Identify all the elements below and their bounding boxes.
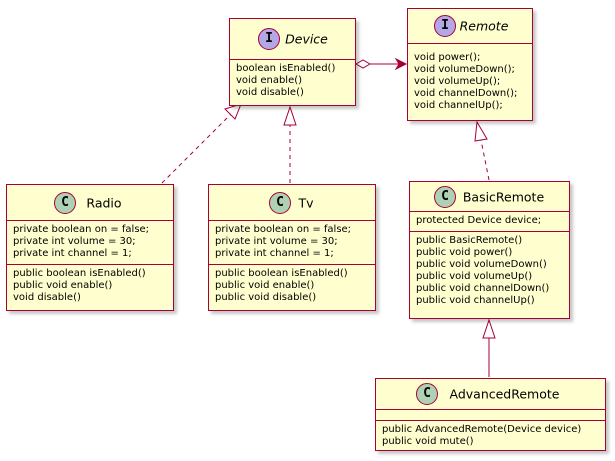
advancedremote-name: AdvancedRemote bbox=[449, 386, 560, 402]
method: void channelDown(); bbox=[414, 88, 518, 99]
field: private int volume = 30; bbox=[13, 236, 136, 247]
device-methods: boolean isEnabled() void enable() void d… bbox=[230, 60, 355, 103]
basicremote-methods: public BasicRemote() public void power()… bbox=[410, 231, 569, 311]
field: private int channel = 1; bbox=[215, 248, 334, 259]
device-interface: I Device boolean isEnabled() void enable… bbox=[229, 18, 356, 106]
basicremote-remote-realization-arrowhead bbox=[474, 120, 488, 142]
tv-class: C Tv private boolean on = false; private… bbox=[208, 184, 376, 311]
device-header: I Device bbox=[230, 19, 355, 60]
interface-badge-icon: I bbox=[258, 28, 280, 50]
radio-name: Radio bbox=[86, 195, 122, 210]
remote-header: I Remote bbox=[408, 9, 532, 44]
field: protected Device device; bbox=[416, 215, 542, 226]
method: public void volumeUp() bbox=[416, 271, 533, 282]
basicremote-class: C BasicRemote protected Device device; p… bbox=[409, 181, 570, 319]
method: boolean isEnabled() bbox=[236, 63, 336, 74]
radio-header: C Radio bbox=[7, 185, 173, 221]
field: private int volume = 30; bbox=[215, 236, 338, 247]
method: public boolean isEnabled() bbox=[13, 268, 146, 279]
basicremote-header: C BasicRemote bbox=[410, 182, 569, 212]
method: public void volumeDown() bbox=[416, 259, 547, 270]
interface-badge-icon: I bbox=[434, 15, 456, 37]
method: void volumeUp(); bbox=[414, 76, 501, 87]
basicremote-remote-realization-line bbox=[480, 139, 490, 181]
advancedremote-header: C AdvancedRemote bbox=[376, 379, 605, 410]
basicremote-fields: protected Device device; bbox=[410, 212, 569, 231]
class-badge-icon: C bbox=[54, 191, 76, 214]
method: public boolean isEnabled() bbox=[215, 268, 348, 279]
field: private boolean on = false; bbox=[215, 224, 352, 235]
tv-name: Tv bbox=[298, 195, 314, 210]
method: void volumeDown(); bbox=[414, 64, 515, 75]
method: public void power() bbox=[416, 247, 513, 258]
method: public void enable() bbox=[13, 280, 113, 291]
radio-class: C Radio private boolean on = false; priv… bbox=[6, 184, 174, 311]
method: public AdvancedRemote(Device device) bbox=[382, 424, 582, 435]
class-badge-icon: C bbox=[416, 383, 438, 405]
method: public void enable() bbox=[215, 280, 315, 291]
class-badge-icon: C bbox=[434, 185, 456, 208]
radio-device-realization-line bbox=[161, 112, 233, 184]
method: void disable() bbox=[13, 292, 81, 303]
radio-fields: private boolean on = false; private int … bbox=[7, 221, 173, 264]
tv-device-realization-arrowhead bbox=[283, 105, 297, 126]
advancedremote-methods: public AdvancedRemote(Device device) pub… bbox=[376, 420, 605, 452]
advancedremote-basicremote-inheritance-arrowhead bbox=[482, 318, 496, 339]
method: public void channelUp() bbox=[416, 295, 535, 306]
tv-fields: private boolean on = false; private int … bbox=[209, 221, 375, 264]
remote-methods: void power(); void volumeDown(); void vo… bbox=[408, 44, 532, 116]
device-name: Device bbox=[285, 31, 328, 47]
method: public BasicRemote() bbox=[416, 235, 523, 246]
remote-interface: I Remote void power(); void volumeDown()… bbox=[407, 8, 533, 121]
field: private boolean on = false; bbox=[13, 224, 150, 235]
advancedremote-class: C AdvancedRemote public AdvancedRemote(D… bbox=[375, 378, 606, 451]
method: public void channelDown() bbox=[416, 283, 550, 294]
radio-device-realization-arrowhead bbox=[224, 103, 242, 120]
method: public void disable() bbox=[215, 292, 317, 303]
advancedremote-fields bbox=[376, 410, 605, 420]
method: void enable() bbox=[236, 75, 303, 86]
method: public void mute() bbox=[382, 436, 474, 447]
method: void disable() bbox=[236, 87, 304, 98]
radio-methods: public boolean isEnabled() public void e… bbox=[7, 264, 173, 308]
tv-methods: public boolean isEnabled() public void e… bbox=[209, 264, 375, 308]
device-remote-aggregation-diamond bbox=[354, 59, 372, 69]
method: void channelUp(); bbox=[414, 100, 503, 111]
field: private int channel = 1; bbox=[13, 248, 132, 259]
device-remote-aggregation-arrowhead bbox=[394, 57, 408, 71]
basicremote-name: BasicRemote bbox=[462, 189, 545, 204]
remote-name: Remote bbox=[459, 18, 509, 34]
tv-header: C Tv bbox=[209, 185, 375, 221]
method: void power(); bbox=[414, 52, 481, 63]
class-badge-icon: C bbox=[269, 191, 291, 214]
